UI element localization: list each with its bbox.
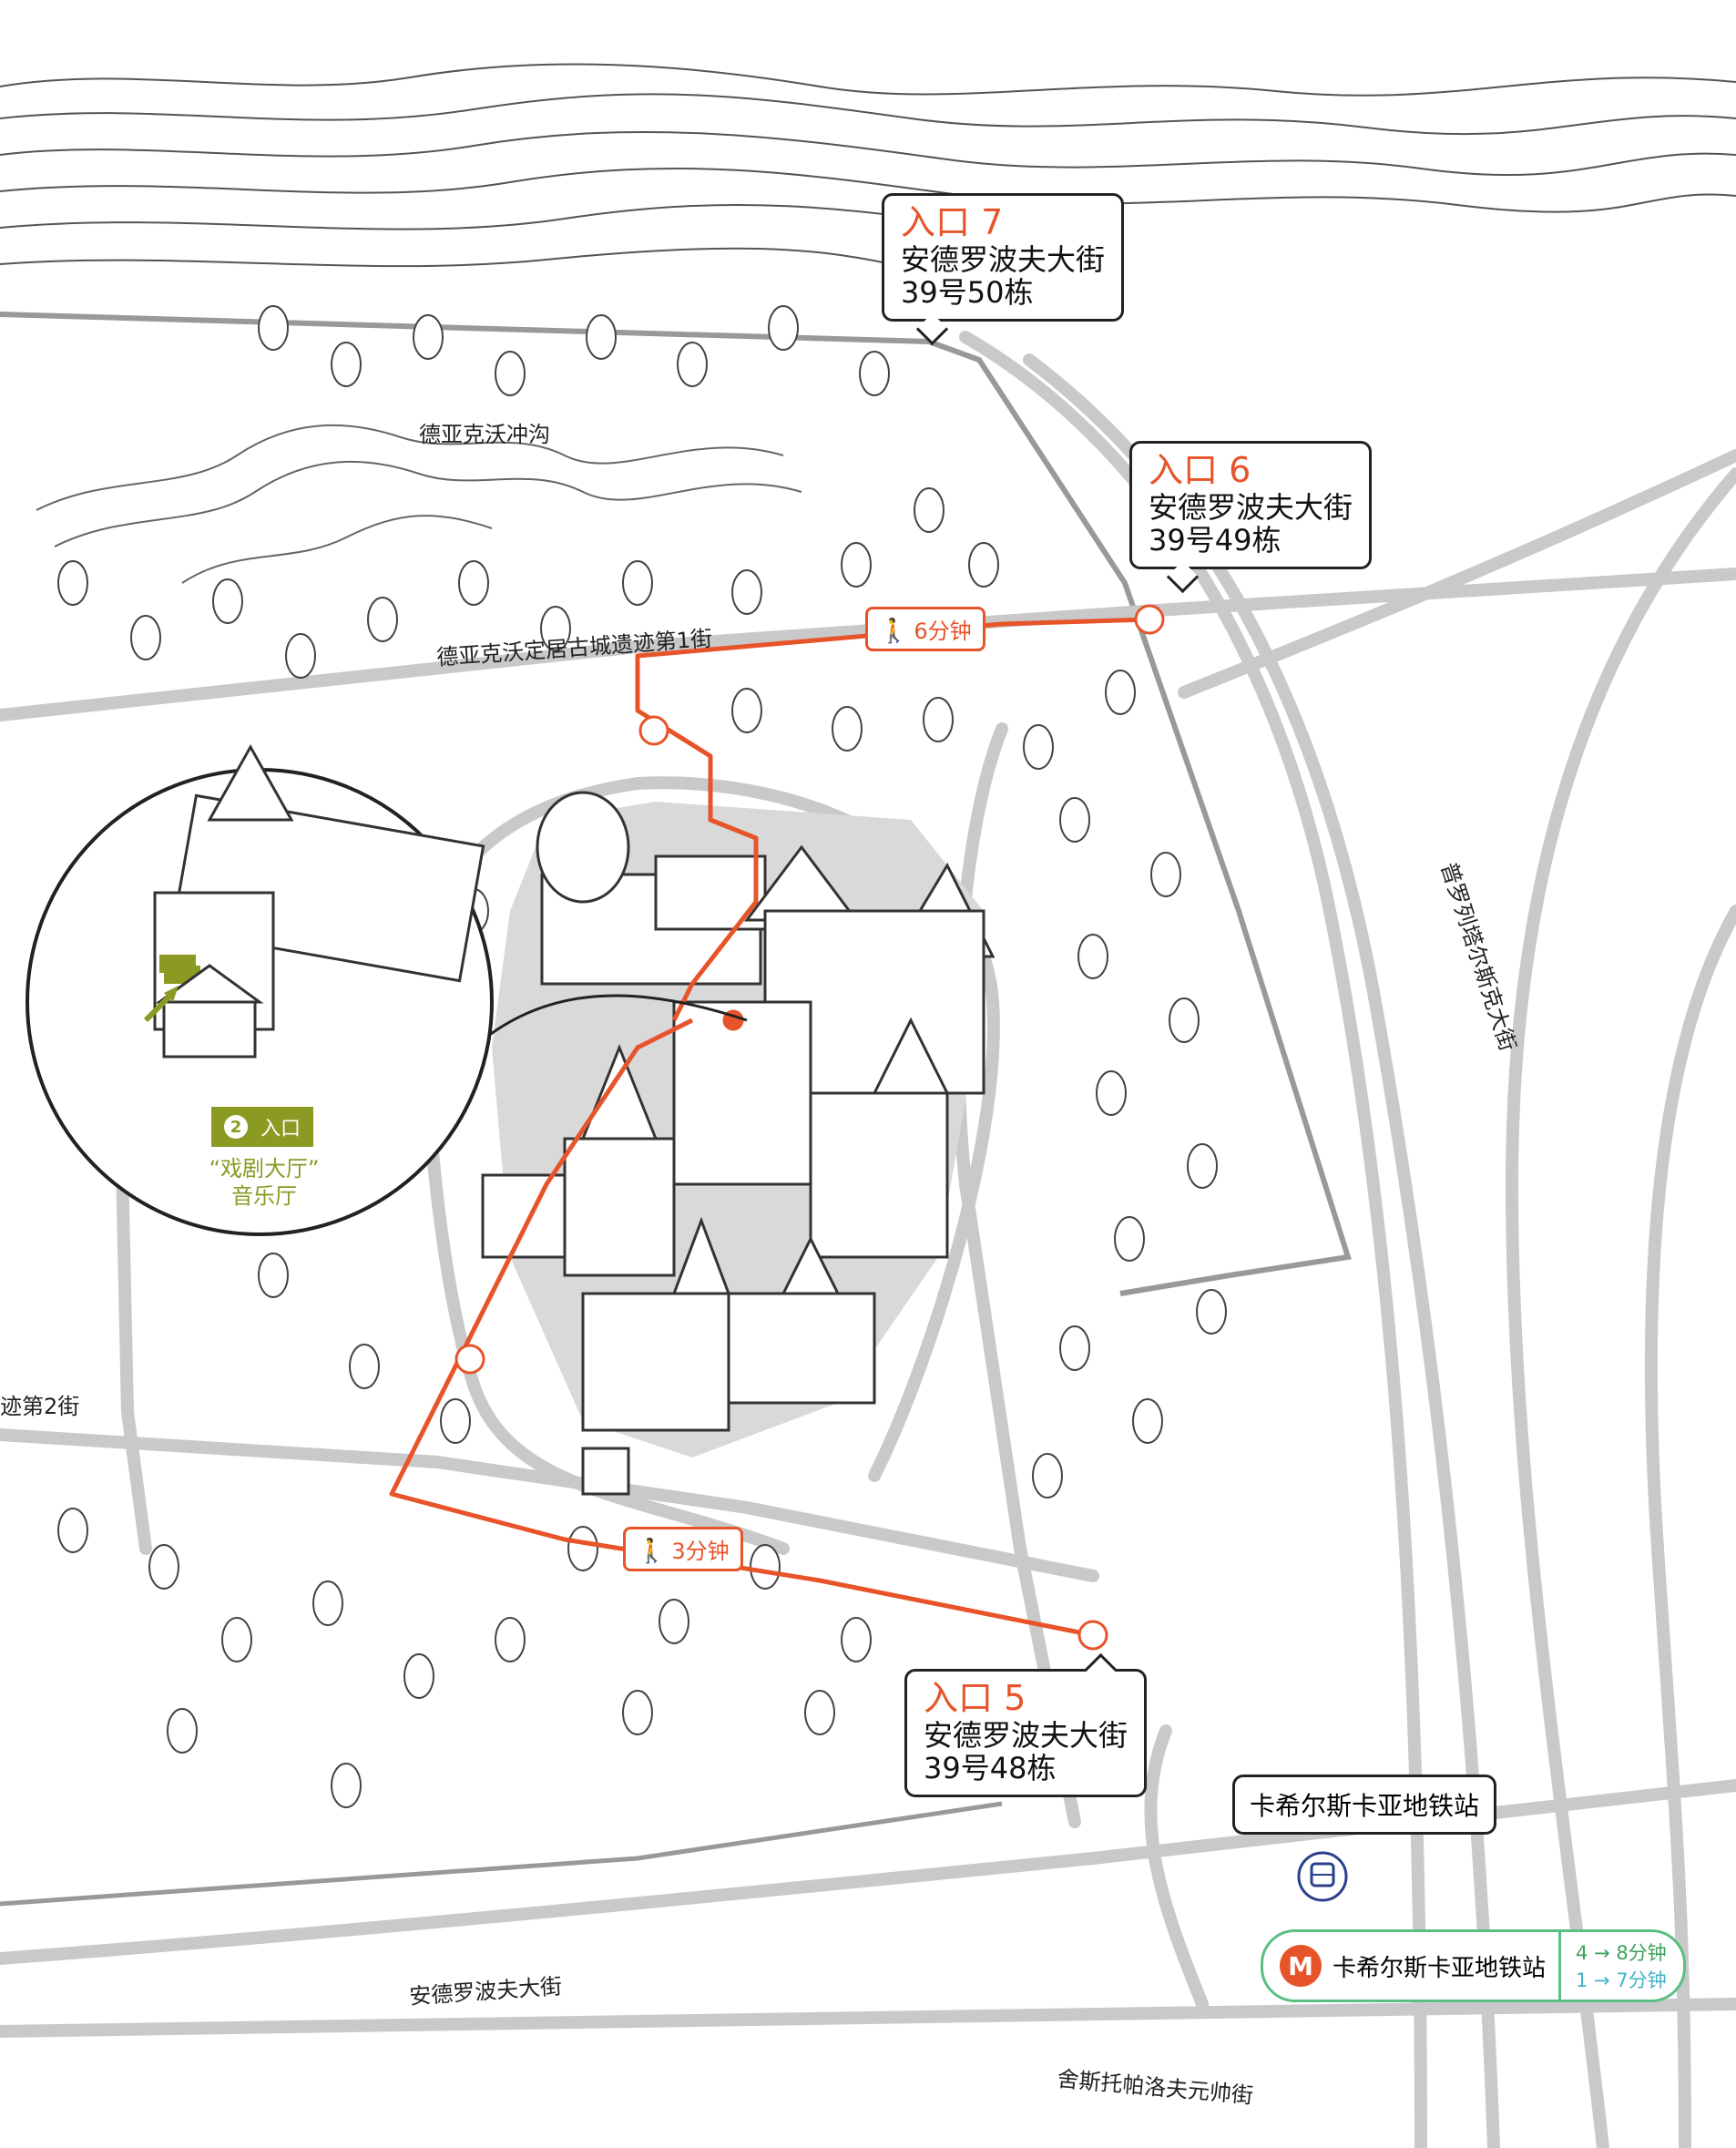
walking-person-icon: 🚶 (637, 1538, 667, 1565)
zoom-inset (26, 743, 748, 1236)
entrance-6-title: 入口 6 (1149, 450, 1251, 490)
entrance-7-address-line2: 39号50栋 (901, 275, 1034, 311)
street-andropov: 安德罗波夫大街 (408, 1973, 563, 2010)
metro-lines: 4 → 8分钟 1 → 7分钟 (1558, 1932, 1683, 2000)
entrance-6-callout[interactable]: 入口 6 安德罗波夫大街 39号49栋 (1129, 441, 1373, 570)
metro-line-4-time: 4 → 8分钟 (1576, 1942, 1667, 1964)
metro-logo-icon: M (1280, 1945, 1322, 1987)
entrance-5-title: 入口 5 (924, 1678, 1026, 1718)
inset-badge-number: 2 (224, 1115, 248, 1139)
entrance-5-address-line2: 39号48栋 (924, 1751, 1057, 1786)
metro-line-1-time: 1 → 7分钟 (1576, 1969, 1667, 1991)
roads (0, 331, 1736, 2148)
entrance-6-address-line2: 39号49栋 (1149, 523, 1282, 558)
inset-badge-label: 入口 (260, 1118, 301, 1140)
metro-station[interactable]: M 卡希尔斯卡亚地铁站 4 → 8分钟 1 → 7分钟 (1261, 1929, 1686, 2002)
street-prolet: 普罗列塔尔斯克大街 (1435, 859, 1520, 1054)
inset-caption-line2: 音乐厅 (231, 1183, 297, 1209)
fence (0, 312, 1352, 1296)
street-shosse: 舍斯托帕洛夫元帅街 (1056, 2066, 1254, 2109)
river-waves (0, 63, 1736, 270)
route-markers (454, 604, 1165, 1651)
walking-route (389, 617, 1150, 1638)
walk-time-3min: 🚶3分钟 (623, 1527, 743, 1571)
walk-time-6min: 🚶6分钟 (865, 607, 985, 651)
street-settlement-1: 德亚克沃定居古城遗迹第1街 (435, 626, 712, 670)
walking-person-icon: 🚶 (879, 618, 909, 645)
entrance-7-address-line1: 安德罗波夫大街 (901, 241, 1106, 277)
inset-entrance-badge: 2 入口 (211, 1107, 314, 1147)
walk-time-3min-label: 3分钟 (671, 1539, 730, 1564)
ravine (36, 424, 802, 584)
entrance-5-callout[interactable]: 入口 5 安德罗波夫大街 39号48栋 (904, 1669, 1148, 1798)
inset-caption-line1: “戏剧大厅” (209, 1156, 320, 1181)
bus-icon (1297, 1851, 1348, 1902)
walk-time-6min-label: 6分钟 (914, 619, 972, 644)
bottom-fence (0, 1801, 1003, 1907)
inset-caption: “戏剧大厅” 音乐厅 (146, 1155, 383, 1210)
metro-station-name: 卡希尔斯卡亚地铁站 (1333, 1954, 1547, 1982)
entrance-7-callout[interactable]: 入口 7 安德罗波夫大街 39号50栋 (882, 193, 1125, 322)
entrance-5-address-line1: 安德罗波夫大街 (924, 1717, 1128, 1753)
street-ravine: 德亚克沃冲沟 (419, 422, 550, 447)
entrance-6-address-line1: 安德罗波夫大街 (1149, 489, 1353, 525)
bus-stop-name: 卡希尔斯卡亚地铁站 (1250, 1791, 1480, 1821)
bus-stop-label[interactable]: 卡希尔斯卡亚地铁站 (1232, 1775, 1497, 1835)
street-settlement-2: 迹第2街 (0, 1394, 79, 1419)
entrance-7-title: 入口 7 (901, 202, 1004, 242)
